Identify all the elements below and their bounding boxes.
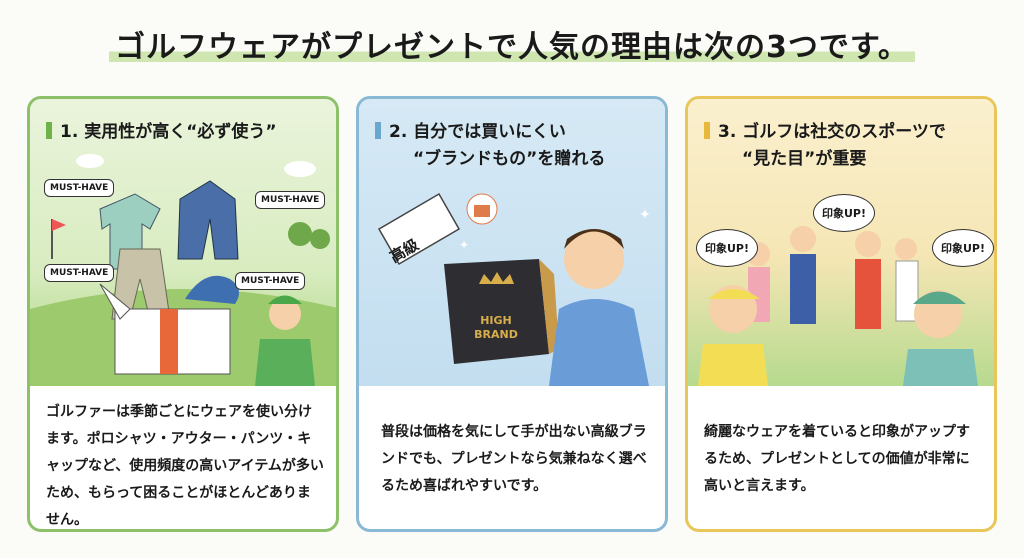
illustration-golf-wear-gift-box: MUST-HAVE MUST-HAVE MUST-HAVE MUST-HAVE [30, 99, 336, 386]
reason-card-brand: ✦✦ 高級 HIGH BRAND 2. 自分では買いにくい“ブランドもの”を贈れ… [356, 96, 668, 532]
reason-card-practical: MUST-HAVE MUST-HAVE MUST-HAVE MUST-HAVE … [27, 96, 339, 532]
card-body-text: 普段は価格を気にして手が出ない高級ブランドでも、プレゼントなら気兼ねなく選べるた… [381, 424, 647, 494]
reason-card-appearance: 印象UP! 印象UP! 印象UP! 3. ゴルフは社交のスポーツで“見た目”が重… [685, 96, 997, 532]
bag-brand-label: HIGH BRAND [474, 314, 518, 341]
must-have-badge: MUST-HAVE [44, 264, 115, 282]
must-have-badge: MUST-HAVE [235, 272, 306, 290]
illustration-brand-gift: ✦✦ 高級 HIGH BRAND [359, 99, 665, 386]
card-heading: 1. 実用性が高く“必ず使う” [46, 119, 277, 146]
impression-up-bubble: 印象UP! [813, 194, 876, 232]
must-have-badge: MUST-HAVE [44, 179, 115, 197]
illustration-golfers-socializing: 印象UP! 印象UP! 印象UP! [688, 99, 994, 386]
must-have-badge: MUST-HAVE [255, 191, 326, 209]
svg-text:✦: ✦ [459, 238, 469, 252]
page-title: ゴルフウェアがプレゼントで人気の理由は次の3つです。 [0, 22, 1024, 66]
impression-up-bubble: 印象UP! [932, 229, 994, 267]
card-heading: 2. 自分では買いにくい“ブランドもの”を贈れる [375, 119, 605, 173]
card-body-text: ゴルファーは季節ごとにウェアを使い分けます。ポロシャツ・アウター・パンツ・キャッ… [46, 404, 324, 528]
gift-box-clothes-icon [30, 154, 336, 386]
impression-up-bubble: 印象UP! [696, 229, 759, 267]
card-heading: 3. ゴルフは社交のスポーツで“見た目”が重要 [704, 119, 946, 173]
golfers-group-icon [698, 226, 978, 386]
svg-text:✦: ✦ [639, 207, 651, 223]
brand-bag-person-icon: ✦✦ [377, 192, 651, 386]
card-body-text: 綺麗なウェアを着ていると印象がアップするため、プレゼントとしての価値が非常に高い… [704, 424, 970, 494]
